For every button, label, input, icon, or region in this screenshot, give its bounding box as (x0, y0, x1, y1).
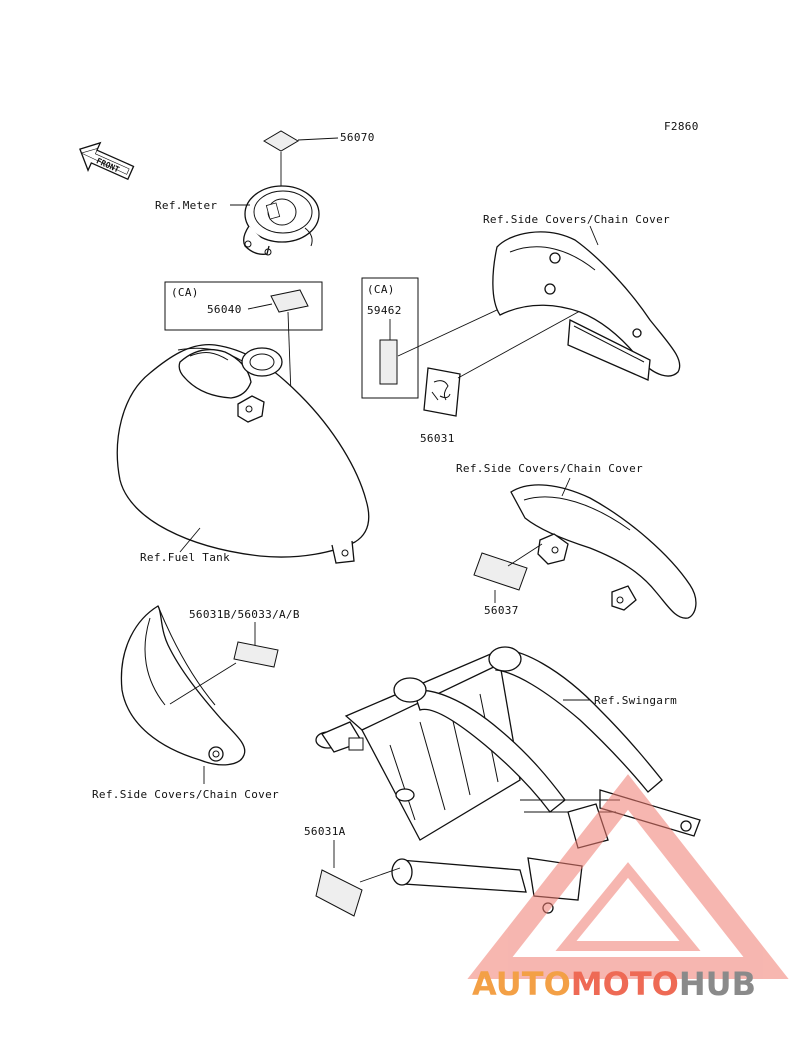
ref-side-covers-3-label: Ref.Side Covers/Chain Cover (92, 788, 279, 801)
decal-56070 (263, 130, 299, 152)
part-56031-label: 56031 (420, 432, 455, 445)
ca-left-label: (CA) (171, 286, 199, 299)
decal-56031a (315, 869, 363, 917)
ref-side-covers-2-label: Ref.Side Covers/Chain Cover (456, 462, 643, 475)
part-56040-label: 56040 (207, 303, 242, 316)
swingarm-part (315, 646, 701, 914)
decal-56031b (233, 641, 279, 668)
watermark-logo (467, 774, 789, 979)
side-cover-left-part (120, 605, 246, 766)
decal-59462 (379, 339, 398, 385)
ref-swingarm-label: Ref.Swingarm (594, 694, 677, 707)
decal-56031 (423, 367, 461, 417)
chain-cover-part (510, 484, 697, 619)
ref-meter-label: Ref.Meter (155, 199, 217, 212)
part-56031a-label: 56031A (304, 825, 346, 838)
front-arrow-icon: FRONT (79, 141, 135, 181)
ref-fuel-tank-label: Ref.Fuel Tank (140, 551, 230, 564)
fuel-tank-part (116, 344, 370, 564)
part-59462-label: 59462 (367, 304, 402, 317)
part-56031b-label: 56031B/56033/A/B (189, 608, 300, 621)
part-56037-label: 56037 (484, 604, 519, 617)
ca-right-label: (CA) (367, 283, 395, 296)
part-56070-label: 56070 (340, 131, 375, 144)
watermark-text: AUTOMOTOHUB (472, 965, 756, 1003)
meter-part (243, 185, 320, 256)
side-cover-top-part (492, 231, 681, 381)
ref-side-covers-1-label: Ref.Side Covers/Chain Cover (483, 213, 670, 226)
figure-id: F2860 (664, 120, 699, 133)
decal-56040 (270, 289, 309, 313)
